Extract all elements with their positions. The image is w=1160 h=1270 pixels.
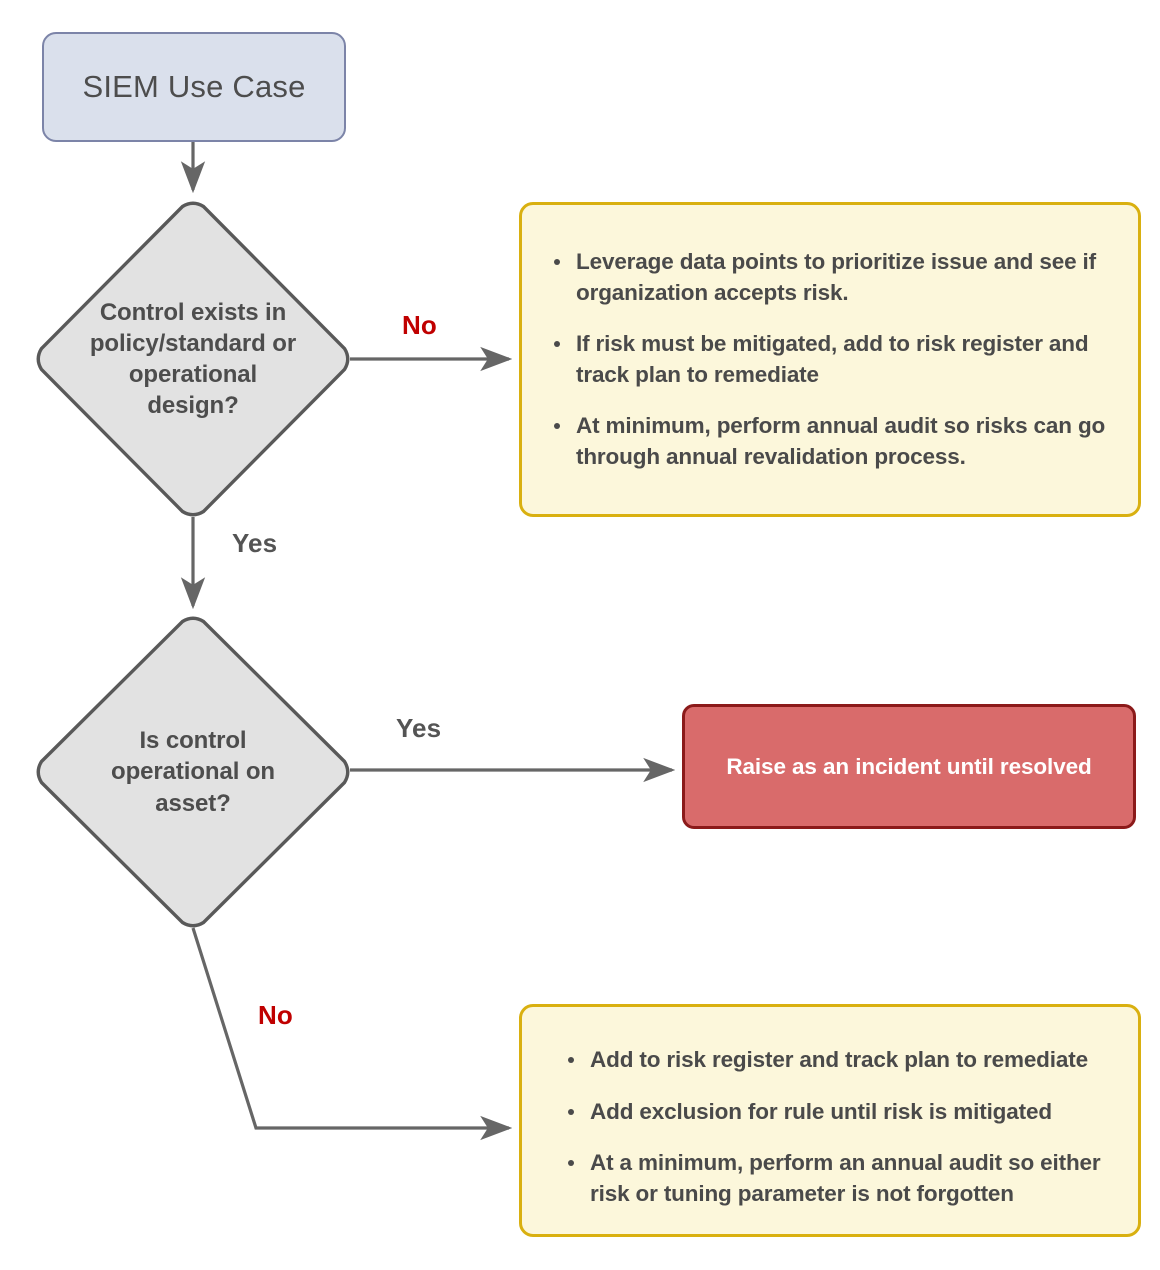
- note-box-not-operational-actions: Add to risk register and track plan to r…: [519, 1004, 1141, 1237]
- edge-label-yes-control-exists: Yes: [232, 528, 278, 558]
- node-decision-control-exists[interactable]: Control exists in policy/standard or ope…: [36, 201, 350, 517]
- edge-label-no-control-operational: No: [258, 1000, 293, 1030]
- list-item: Add exclusion for rule until risk is mit…: [564, 1097, 1108, 1128]
- list-item: Leverage data points to prioritize issue…: [550, 247, 1108, 308]
- note-box-no-control-actions: Leverage data points to prioritize issue…: [519, 202, 1141, 517]
- node-decision-control-operational[interactable]: Is control operational on asset?: [36, 616, 350, 928]
- bullet-list: Leverage data points to prioritize issue…: [550, 247, 1108, 473]
- list-item: If risk must be mitigated, add to risk r…: [550, 329, 1108, 390]
- diamond-shape: [36, 201, 350, 517]
- decision-2-label: Is control operational on asset?: [111, 727, 275, 817]
- incident-box-label: Raise as an incident until resolved: [726, 753, 1092, 779]
- list-item: At a minimum, perform an annual audit so…: [564, 1148, 1108, 1209]
- list-item: At minimum, perform annual audit so risk…: [550, 411, 1108, 472]
- node-start[interactable]: SIEM Use Case: [42, 32, 346, 142]
- node-raise-incident[interactable]: Raise as an incident until resolved: [682, 704, 1136, 829]
- edge-label-no-control-exists: No: [402, 310, 437, 340]
- diamond-shape: [36, 616, 350, 928]
- edge-decision2-no-to-note2: [191, 927, 513, 1141]
- decision-1-label: Control exists in policy/standard or ope…: [89, 298, 297, 420]
- edge-label-yes-control-operational: Yes: [396, 713, 442, 743]
- bullet-list: Add to risk register and track plan to r…: [564, 1045, 1108, 1209]
- start-node-label: SIEM Use Case: [82, 68, 306, 104]
- list-item: Add to risk register and track plan to r…: [564, 1045, 1108, 1076]
